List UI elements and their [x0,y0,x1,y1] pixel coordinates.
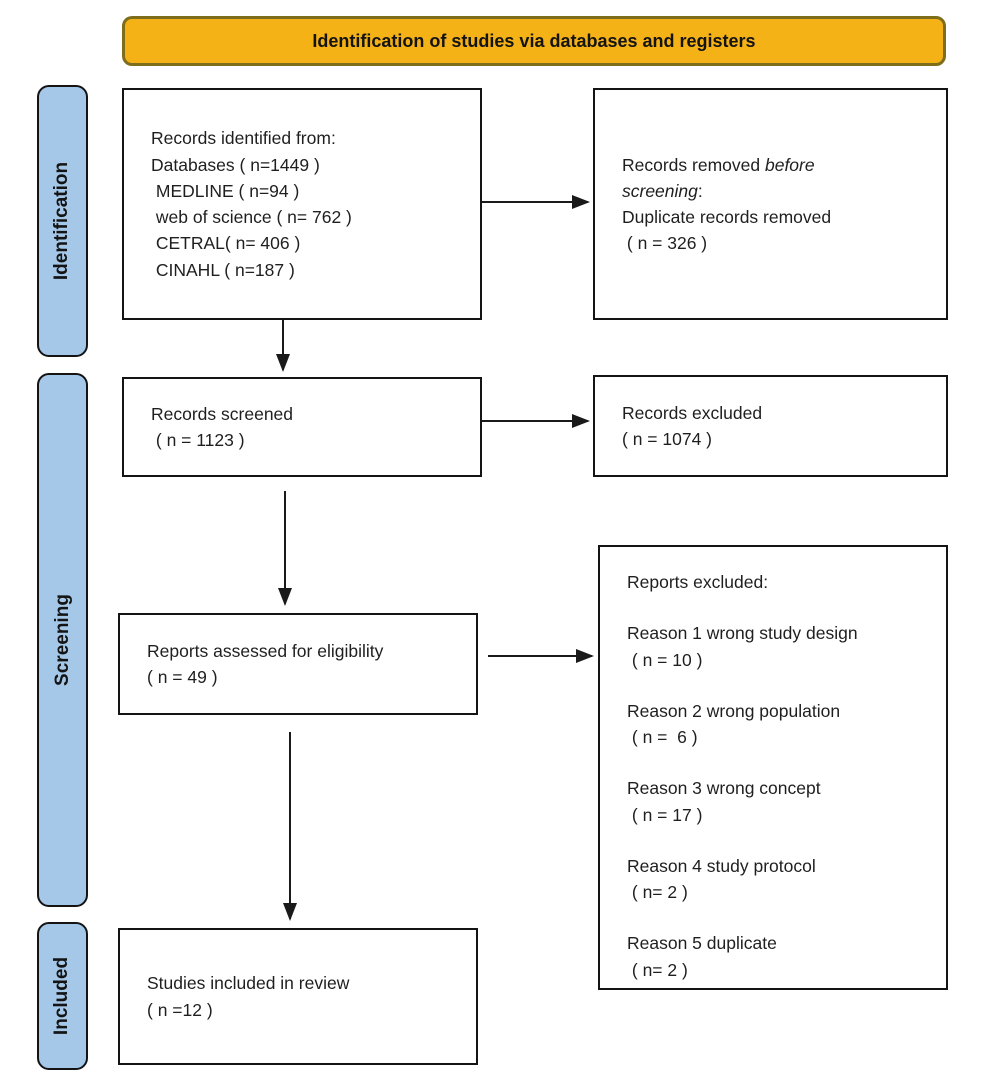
box-studies-included-text: Studies included in review ( n =12 ) [147,973,350,1020]
reason-item: Reason 5 duplicate ( n= 2 ) [627,933,777,980]
stage-label-identification-text: Identification [51,161,73,281]
stage-label-screening-text: Screening [51,594,73,686]
box-studies-included: Studies included in review ( n =12 ) [118,928,478,1065]
stage-label-included: Included [37,922,88,1070]
stage-label-identification: Identification [37,85,88,357]
box-reports-excluded: Reports excluded: Reason 1 wrong study d… [598,545,948,990]
box-reports-excluded-title: Reports excluded: [627,572,769,592]
reason-item: Reason 3 wrong concept ( n = 17 ) [627,778,821,825]
box-records-identified-text: Records identified from: Databases ( n=1… [151,128,352,280]
box-reports-assessed: Reports assessed for eligibility ( n = 4… [118,613,478,715]
records-removed-prefix: Records removed [622,154,765,175]
box-records-identified: Records identified from: Databases ( n=1… [122,88,482,320]
reason-item: Reason 4 study protocol ( n= 2 ) [627,855,816,902]
reason-item: Reason 2 wrong population ( n = 6 ) [627,700,841,747]
reason-item: Reason 1 wrong study design ( n = 10 ) [627,623,858,670]
box-records-removed-heading: Records removed before screening: [622,152,872,205]
box-records-removed-before-screening: Records removed before screening: Duplic… [593,88,948,320]
banner-title: Identification of studies via databases … [312,30,756,51]
banner-identification-via-databases: Identification of studies via databases … [122,16,946,66]
records-removed-italic: before screening [622,154,815,201]
box-records-excluded-text: Records excluded ( n = 1074 ) [622,402,763,449]
stage-label-screening: Screening [37,373,88,907]
box-records-screened-text: Records screened ( n = 1123 ) [151,403,294,450]
box-records-screened: Records screened ( n = 1123 ) [122,377,482,477]
box-reports-assessed-text: Reports assessed for eligibility ( n = 4… [147,640,384,687]
records-removed-suffix: : [697,180,703,201]
stage-label-included-text: Included [51,956,73,1036]
box-records-removed-text: Duplicate records removed ( n = 326 ) [622,207,832,254]
box-records-excluded: Records excluded ( n = 1074 ) [593,375,948,477]
